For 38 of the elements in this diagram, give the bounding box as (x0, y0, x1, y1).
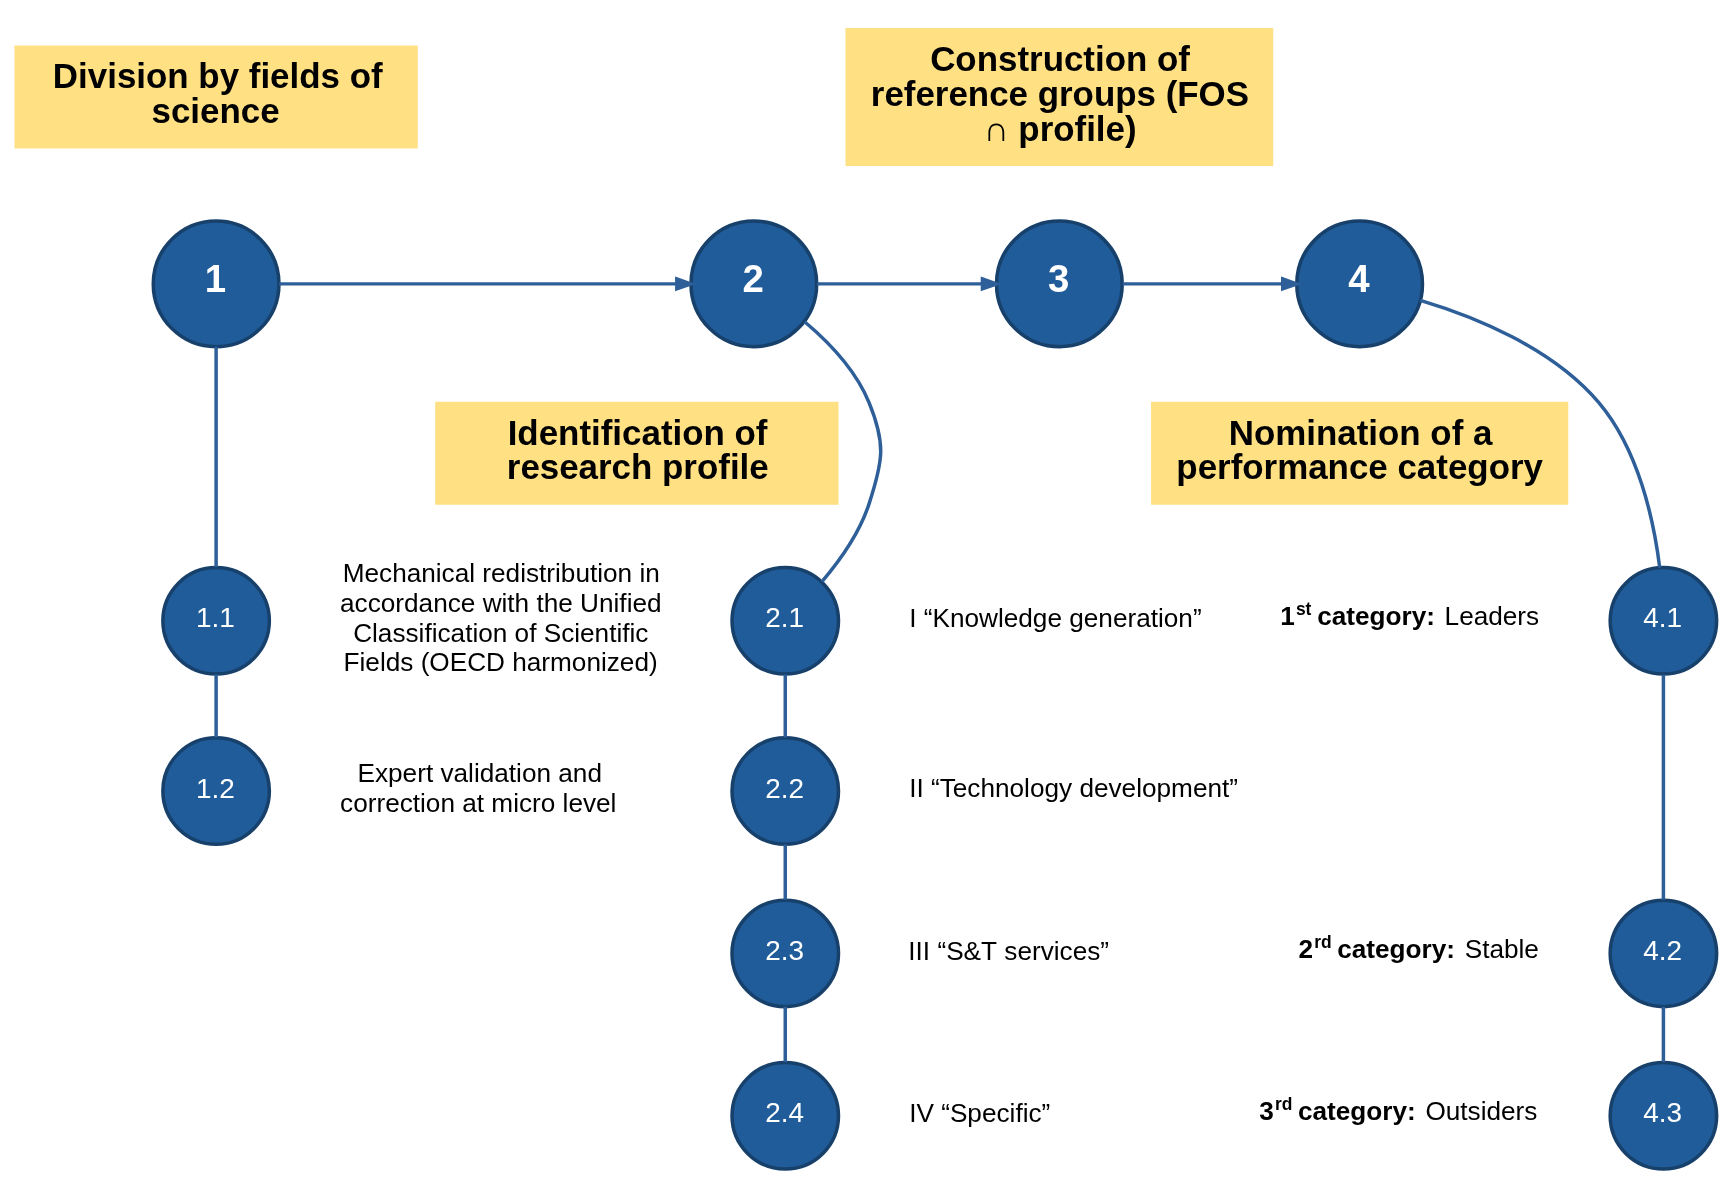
connector (803, 320, 883, 583)
node-circle: 2 (689, 219, 819, 349)
connector (214, 674, 218, 738)
node-label: 1$^{st}$ category: Leaders (1280, 599, 1540, 632)
node-label: I “Knowledge generation” (909, 602, 1202, 633)
node-box: Nomination of a performance category (1151, 401, 1569, 505)
node-circle: 2.4 (730, 1060, 841, 1171)
node-circle: 2.2 (730, 736, 841, 847)
node-circle: 1.2 (161, 736, 272, 847)
node-label: IV “Specific” (909, 1097, 1051, 1128)
node-label: 3$^{rd}$ category: Outsiders (1259, 1094, 1538, 1127)
node-circle: 1.1 (161, 565, 272, 676)
node-box: Construction of reference groups (FOS ∩ profile) (845, 28, 1274, 167)
node-circle: 2.1 (730, 565, 841, 676)
connector (783, 674, 787, 738)
node-circle: 3 (994, 219, 1124, 349)
node-circle: 4.1 (1608, 565, 1719, 676)
connector (1661, 1006, 1666, 1063)
node-label: III “S&T services” (908, 935, 1110, 966)
node-circle: 1 (151, 219, 281, 349)
arrow (817, 276, 1002, 292)
node-box: Identification of research profile (435, 401, 839, 505)
node-label: 2$^{rd}$ category: Stable (1298, 931, 1539, 964)
node-circle: 2.3 (730, 898, 841, 1009)
node-circle: 4 (1295, 219, 1425, 349)
connector (1661, 674, 1666, 900)
connector (214, 346, 218, 568)
node-circle: 4.2 (1608, 898, 1719, 1009)
connector (1419, 298, 1662, 568)
arrow (279, 276, 697, 292)
connector (783, 1006, 787, 1063)
node-label: Expert validation and correction at micro level (340, 758, 617, 818)
node-box: Division by fields of science (14, 45, 418, 149)
node-circle: 4.3 (1608, 1060, 1719, 1171)
connector (783, 844, 787, 900)
arrow (1122, 276, 1302, 292)
node-label: Mechanical redistribution in accordance with the Unified Classification of Scientific Fields (OECD harmonized) (340, 558, 662, 678)
node-label: II “Technology development” (909, 773, 1239, 804)
